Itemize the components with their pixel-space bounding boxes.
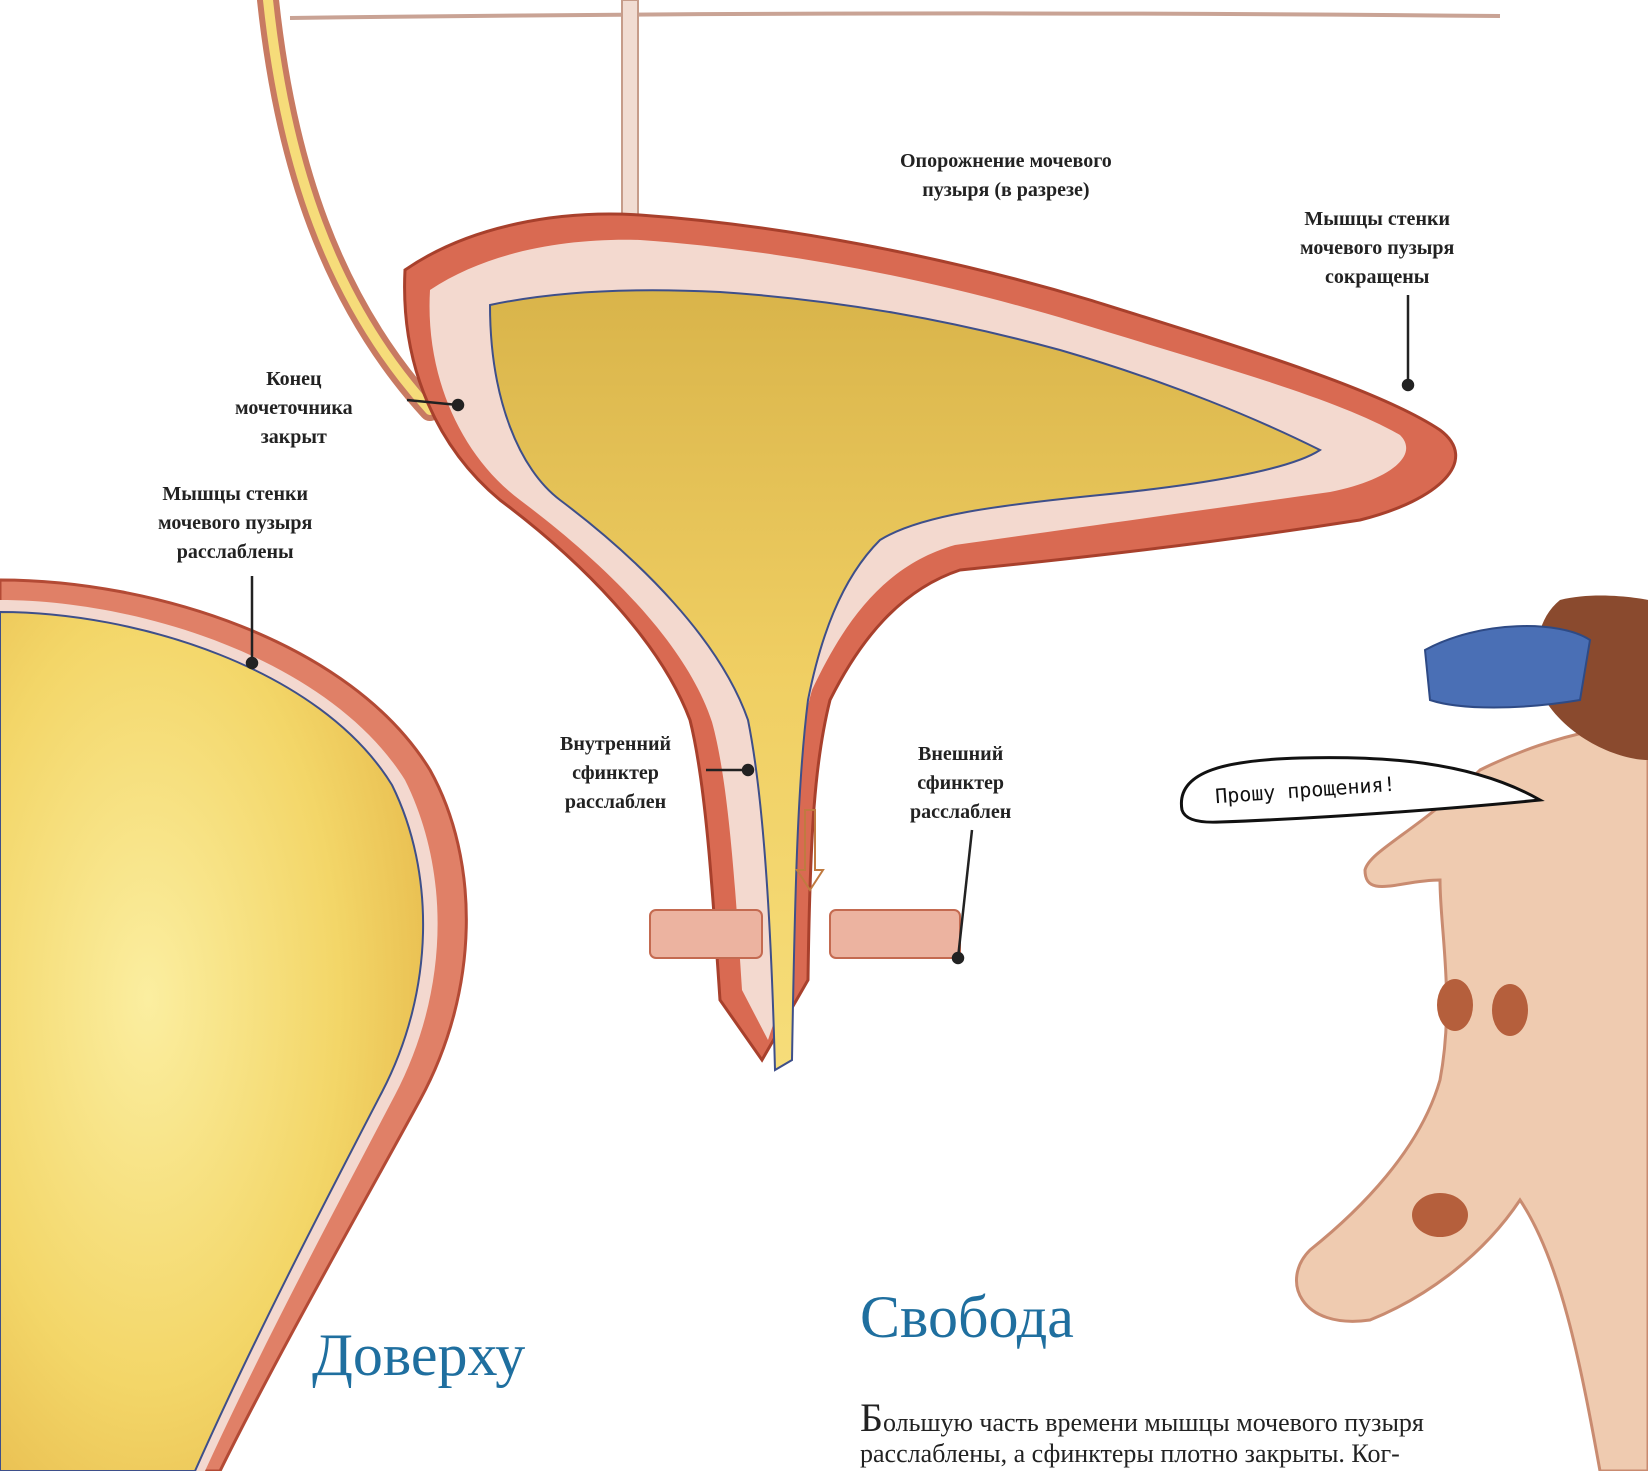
label-ureter-closed-line1: Конец: [235, 365, 353, 394]
label-external-sphincter: Внешний сфинктер расслаблен: [910, 740, 1011, 827]
label-wall-relaxed-line1: Мышцы стенки: [158, 480, 312, 509]
label-wall-contracted-line3: сокращены: [1300, 263, 1454, 292]
heading-left: Доверху: [312, 1320, 525, 1390]
label-external-sphincter-line1: Внешний: [910, 740, 1011, 769]
label-wall-contracted-line1: Мышцы стенки: [1300, 205, 1454, 234]
label-wall-relaxed-line2: мочевого пузыря: [158, 509, 312, 538]
person-figure: [1297, 596, 1648, 1471]
body-text-line1: Большую часть времени мышцы мочевого пуз…: [860, 1402, 1424, 1439]
label-external-sphincter-line3: расслаблен: [910, 798, 1011, 827]
label-ureter-closed: Конец мочеточника закрыт: [235, 365, 353, 452]
drop-cap: Б: [860, 1395, 883, 1440]
ligament-lines: [290, 0, 1500, 215]
body-text-line2: расслаблены, а сфинктеры плотно закрыты.…: [860, 1438, 1400, 1470]
label-emptying: Опорожнение мочевого пузыря (в разрезе): [900, 147, 1112, 205]
label-wall-contracted: Мышцы стенки мочевого пузыря сокращены: [1300, 205, 1454, 292]
label-external-sphincter-line2: сфинктер: [910, 769, 1011, 798]
label-wall-relaxed: Мышцы стенки мочевого пузыря расслаблены: [158, 480, 312, 567]
label-internal-sphincter-line2: сфинктер: [560, 759, 671, 788]
ureter: [268, 0, 430, 410]
label-internal-sphincter: Внутренний сфинктер расслаблен: [560, 730, 671, 817]
label-emptying-line1: Опорожнение мочевого: [900, 147, 1112, 176]
label-wall-relaxed-line3: расслаблены: [158, 538, 312, 567]
label-internal-sphincter-line3: расслаблен: [560, 788, 671, 817]
heading-right: Свобода: [860, 1282, 1074, 1352]
label-ureter-closed-line3: закрыт: [235, 423, 353, 452]
body-text-line1-rest: ольшую часть времени мышцы мочевого пузы…: [883, 1408, 1424, 1437]
label-wall-contracted-line2: мочевого пузыря: [1300, 234, 1454, 263]
label-ureter-closed-line2: мочеточника: [235, 394, 353, 423]
label-internal-sphincter-line1: Внутренний: [560, 730, 671, 759]
label-emptying-line2: пузыря (в разрезе): [900, 176, 1112, 205]
